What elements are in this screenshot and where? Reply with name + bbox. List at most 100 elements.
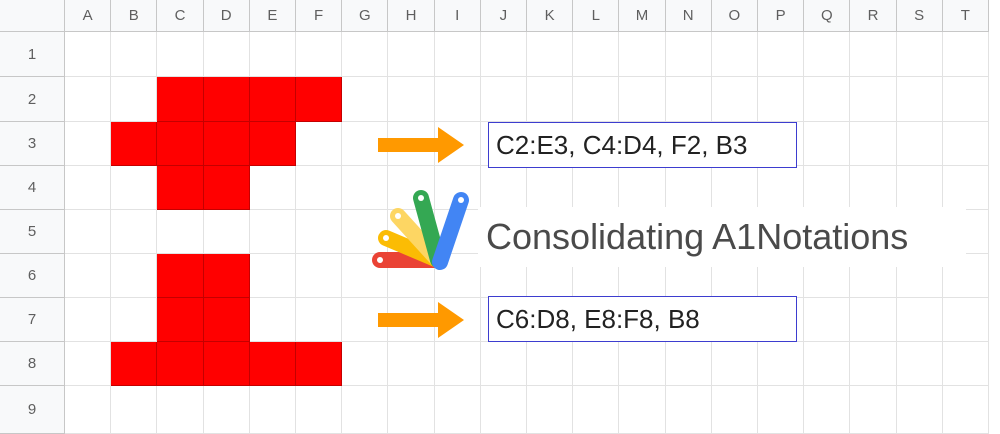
row-header-7[interactable]: 7 bbox=[0, 298, 65, 342]
cell-i7[interactable] bbox=[434, 298, 481, 342]
cell-a1[interactable] bbox=[65, 32, 112, 77]
cell-b2[interactable] bbox=[111, 77, 158, 122]
cell-c7[interactable] bbox=[157, 298, 204, 342]
cell-q2[interactable] bbox=[804, 77, 851, 122]
cell-g6[interactable] bbox=[342, 254, 389, 298]
row-header-1[interactable]: 1 bbox=[0, 32, 65, 77]
cell-d7[interactable] bbox=[203, 298, 250, 342]
cell-p2[interactable] bbox=[758, 77, 805, 122]
cell-f4[interactable] bbox=[296, 166, 343, 210]
cell-o1[interactable] bbox=[711, 32, 758, 77]
column-header-m[interactable]: M bbox=[619, 0, 666, 32]
cell-m2[interactable] bbox=[619, 77, 666, 122]
row-header-4[interactable]: 4 bbox=[0, 166, 65, 210]
cell-a7[interactable] bbox=[65, 298, 112, 342]
cell-k8[interactable] bbox=[527, 342, 574, 386]
cell-q4[interactable] bbox=[804, 166, 851, 210]
cell-g2[interactable] bbox=[342, 77, 389, 122]
cell-j9[interactable] bbox=[480, 386, 527, 434]
cell-e4[interactable] bbox=[249, 166, 296, 210]
cell-b1[interactable] bbox=[111, 32, 158, 77]
cell-d3[interactable] bbox=[203, 122, 250, 166]
column-header-s[interactable]: S bbox=[896, 0, 943, 32]
cell-f7[interactable] bbox=[296, 298, 343, 342]
cell-c5[interactable] bbox=[157, 210, 204, 254]
cell-t6[interactable] bbox=[942, 254, 989, 298]
column-header-k[interactable]: K bbox=[527, 0, 574, 32]
cell-m8[interactable] bbox=[619, 342, 666, 386]
cell-e2[interactable] bbox=[249, 77, 296, 122]
cell-q7[interactable] bbox=[804, 298, 851, 342]
cell-s3[interactable] bbox=[896, 122, 943, 166]
cell-j4[interactable] bbox=[480, 166, 527, 210]
cell-e8[interactable] bbox=[249, 342, 296, 386]
cell-t2[interactable] bbox=[942, 77, 989, 122]
row-header-5[interactable]: 5 bbox=[0, 210, 65, 254]
cell-b5[interactable] bbox=[111, 210, 158, 254]
cell-s6[interactable] bbox=[896, 254, 943, 298]
cell-g1[interactable] bbox=[342, 32, 389, 77]
column-header-c[interactable]: C bbox=[157, 0, 204, 32]
cell-b7[interactable] bbox=[111, 298, 158, 342]
cell-l1[interactable] bbox=[573, 32, 620, 77]
cell-c3[interactable] bbox=[157, 122, 204, 166]
cell-s1[interactable] bbox=[896, 32, 943, 77]
cell-g9[interactable] bbox=[342, 386, 389, 434]
cell-c2[interactable] bbox=[157, 77, 204, 122]
cell-i1[interactable] bbox=[434, 32, 481, 77]
cell-d8[interactable] bbox=[203, 342, 250, 386]
cell-m9[interactable] bbox=[619, 386, 666, 434]
cell-q8[interactable] bbox=[804, 342, 851, 386]
cell-a9[interactable] bbox=[65, 386, 112, 434]
row-header-8[interactable]: 8 bbox=[0, 342, 65, 386]
cell-t3[interactable] bbox=[942, 122, 989, 166]
cell-t1[interactable] bbox=[942, 32, 989, 77]
cell-a2[interactable] bbox=[65, 77, 112, 122]
cell-c9[interactable] bbox=[157, 386, 204, 434]
column-header-d[interactable]: D bbox=[203, 0, 250, 32]
cell-q1[interactable] bbox=[804, 32, 851, 77]
cell-b6[interactable] bbox=[111, 254, 158, 298]
column-header-b[interactable]: B bbox=[111, 0, 158, 32]
cell-s7[interactable] bbox=[896, 298, 943, 342]
cell-h6[interactable] bbox=[388, 254, 435, 298]
cell-j2[interactable] bbox=[480, 77, 527, 122]
cell-o4[interactable] bbox=[711, 166, 758, 210]
cell-q9[interactable] bbox=[804, 386, 851, 434]
column-header-j[interactable]: J bbox=[480, 0, 527, 32]
column-header-g[interactable]: G bbox=[342, 0, 389, 32]
cell-d6[interactable] bbox=[203, 254, 250, 298]
cell-s2[interactable] bbox=[896, 77, 943, 122]
row-header-9[interactable]: 9 bbox=[0, 386, 65, 434]
cell-n4[interactable] bbox=[665, 166, 712, 210]
cell-f1[interactable] bbox=[296, 32, 343, 77]
cell-i6[interactable] bbox=[434, 254, 481, 298]
column-header-i[interactable]: I bbox=[434, 0, 481, 32]
cell-q3[interactable] bbox=[804, 122, 851, 166]
cell-q6[interactable] bbox=[804, 254, 851, 298]
cell-l4[interactable] bbox=[573, 166, 620, 210]
cell-k4[interactable] bbox=[527, 166, 574, 210]
cell-k2[interactable] bbox=[527, 77, 574, 122]
cell-t9[interactable] bbox=[942, 386, 989, 434]
cell-c8[interactable] bbox=[157, 342, 204, 386]
column-header-f[interactable]: F bbox=[296, 0, 343, 32]
cell-f3[interactable] bbox=[296, 122, 343, 166]
cell-p1[interactable] bbox=[758, 32, 805, 77]
column-header-l[interactable]: L bbox=[573, 0, 620, 32]
row-header-6[interactable]: 6 bbox=[0, 254, 65, 298]
cell-e5[interactable] bbox=[249, 210, 296, 254]
cell-n2[interactable] bbox=[665, 77, 712, 122]
cell-a6[interactable] bbox=[65, 254, 112, 298]
cell-j1[interactable] bbox=[480, 32, 527, 77]
cell-o2[interactable] bbox=[711, 77, 758, 122]
cell-d5[interactable] bbox=[203, 210, 250, 254]
cell-g4[interactable] bbox=[342, 166, 389, 210]
cell-n9[interactable] bbox=[665, 386, 712, 434]
cell-s9[interactable] bbox=[896, 386, 943, 434]
column-header-e[interactable]: E bbox=[249, 0, 296, 32]
column-header-o[interactable]: O bbox=[711, 0, 758, 32]
cell-p9[interactable] bbox=[758, 386, 805, 434]
column-header-t[interactable]: T bbox=[942, 0, 989, 32]
cell-d1[interactable] bbox=[203, 32, 250, 77]
